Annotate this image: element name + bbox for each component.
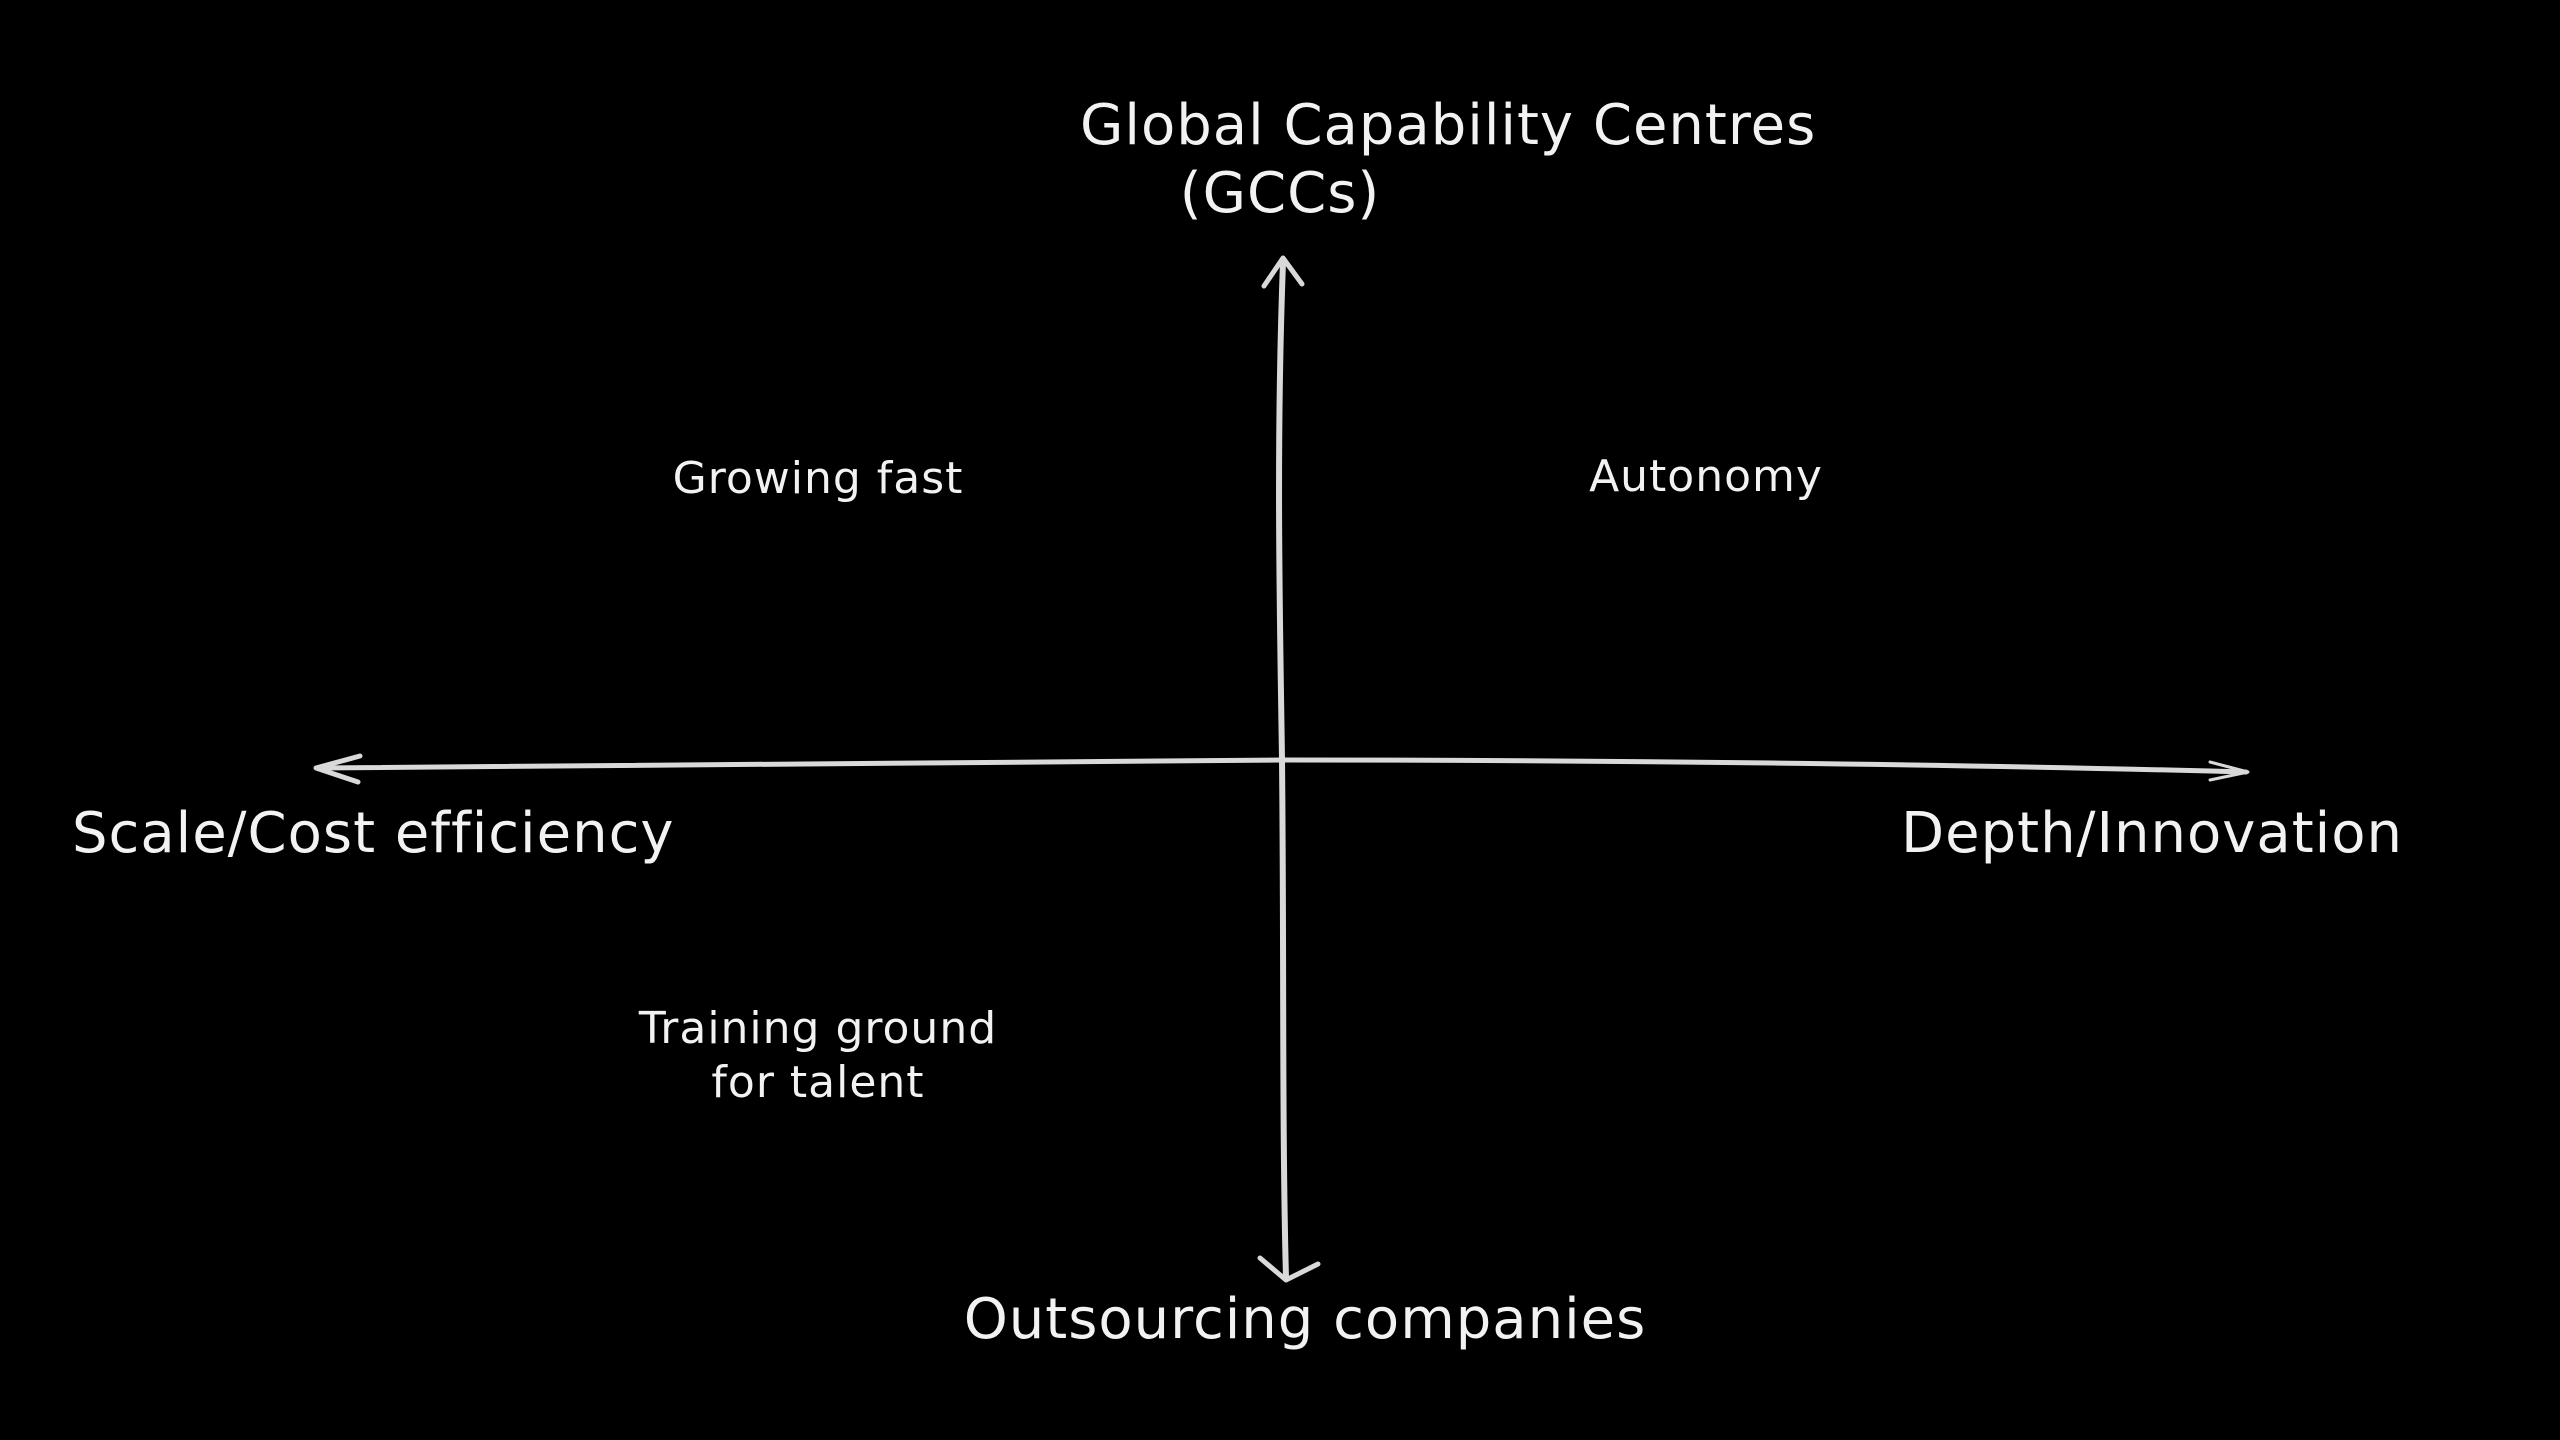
quadrant-bottom-left-line1: Training ground: [638, 1003, 998, 1054]
right-arrowhead: [2208, 760, 2250, 782]
axis-right-label: Depth/Innovation: [1901, 801, 2403, 866]
vertical-axis: [1276, 259, 1289, 1281]
quadrant-bottom-left-line2: for talent: [711, 1056, 925, 1108]
quadrant-top-left-label: Growing fast: [672, 453, 964, 504]
axis-top-label-line1: Global Capability Centres: [1080, 93, 1817, 158]
quadrant-bottom-left-label: Training ground for talent: [639, 1002, 997, 1109]
quadrant-top-right-label: Autonomy: [1589, 451, 1823, 502]
axis-left-label: Scale/Cost efficiency: [72, 801, 675, 866]
axis-top-label: Global Capability Centres (GCCs): [1080, 92, 1817, 229]
top-arrowhead: [1261, 255, 1305, 289]
axis-bottom-label: Outsourcing companies: [963, 1287, 1647, 1352]
axis-top-label-line2: (GCCs): [1179, 161, 1381, 227]
bottom-arrowhead: [1257, 1255, 1321, 1283]
left-arrowhead: [313, 753, 363, 785]
